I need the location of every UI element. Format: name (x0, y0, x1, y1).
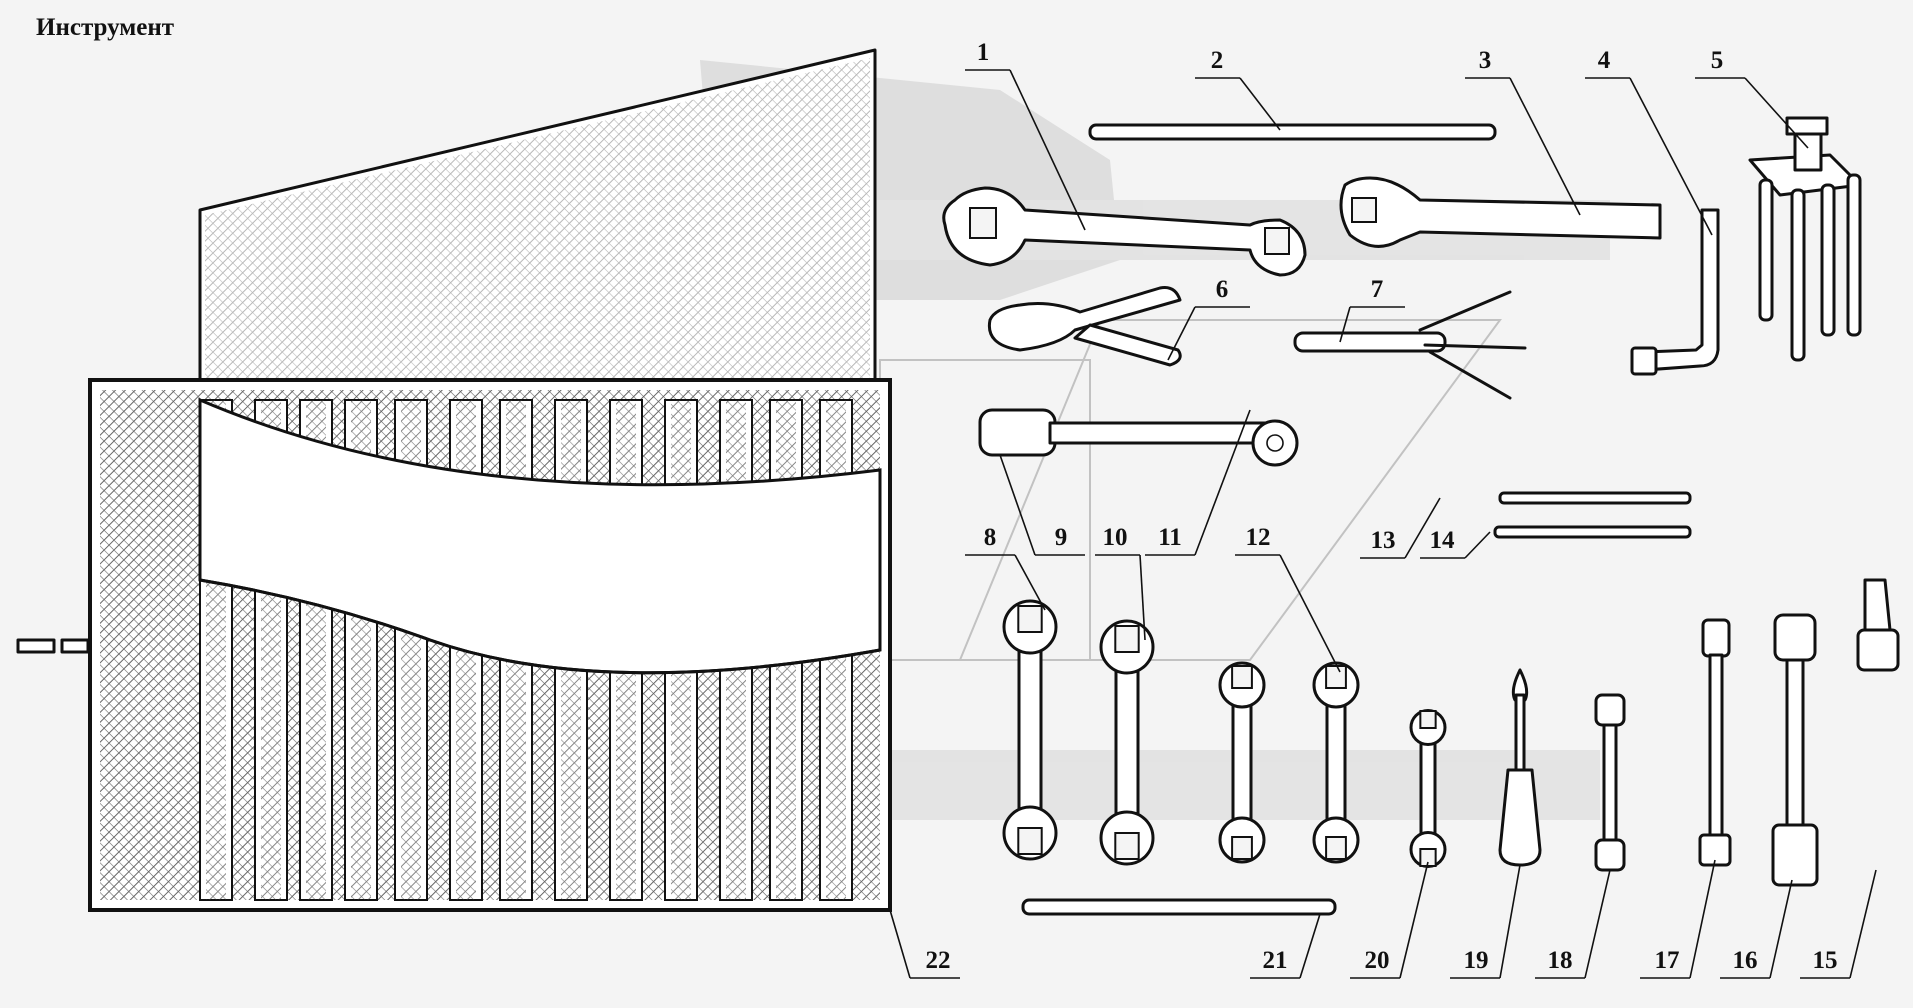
callout-2: 2 (1195, 47, 1281, 131)
pin-14 (1493, 525, 1692, 539)
wrench-1 (942, 186, 1307, 277)
callout-number: 1 (977, 39, 990, 66)
socket-17 (1698, 618, 1732, 867)
socket-wrench-9 (978, 408, 1299, 467)
callout-number: 17 (1655, 947, 1680, 974)
callout-8: 8 (965, 524, 1046, 611)
callout-1: 1 (965, 39, 1086, 231)
wrench-11 (1218, 661, 1266, 864)
pliers-6 (987, 286, 1182, 367)
callout-number: 3 (1479, 47, 1492, 74)
callout-22: 22 (889, 909, 960, 979)
pin-13 (1498, 491, 1692, 505)
callout-5: 5 (1695, 47, 1809, 149)
callout-20: 20 (1350, 861, 1429, 979)
wrench-8 (1002, 599, 1058, 861)
callout-number: 9 (1055, 524, 1068, 551)
callout-11: 11 (1145, 409, 1251, 556)
callout-number: 5 (1711, 47, 1724, 74)
callout-6: 6 (1167, 276, 1250, 361)
wrench-12 (1312, 661, 1360, 864)
callout-19: 19 (1450, 864, 1521, 979)
callout-number: 8 (984, 524, 997, 551)
callout-number: 14 (1430, 527, 1456, 554)
wrench-20 (1409, 709, 1447, 868)
tool-7 (1293, 290, 1527, 400)
callout-number: 2 (1211, 47, 1224, 74)
callout-14: 14 (1420, 527, 1491, 559)
callout-7: 7 (1339, 276, 1405, 343)
callout-12: 12 (1235, 524, 1341, 673)
callout-number: 19 (1464, 947, 1489, 974)
callout-number: 10 (1103, 524, 1128, 551)
callout-number: 18 (1548, 947, 1573, 974)
callout-13: 13 (1360, 497, 1441, 559)
callout-number: 22 (926, 947, 951, 974)
l-key-socket (1630, 346, 1658, 376)
callout-16: 16 (1720, 879, 1793, 979)
callout-number: 12 (1246, 524, 1271, 551)
callout-number: 6 (1216, 276, 1229, 303)
callout-10: 10 (1095, 524, 1146, 641)
callout-number: 15 (1813, 947, 1838, 974)
adapter-15 (1856, 578, 1900, 672)
callout-3: 3 (1465, 47, 1581, 216)
wrench-3 (1339, 176, 1662, 248)
socket-18 (1594, 693, 1626, 872)
rod-21 (1021, 898, 1337, 916)
callout-number: 16 (1733, 947, 1758, 974)
callout-18: 18 (1535, 869, 1611, 979)
callout-9: 9 (999, 454, 1085, 556)
puller-5 (1748, 116, 1862, 362)
diagram-title: Инструмент (36, 14, 175, 41)
screwdriver-19 (1498, 668, 1542, 867)
rod-2 (1088, 123, 1497, 141)
callout-number: 13 (1371, 527, 1396, 554)
callout-15: 15 (1800, 869, 1877, 979)
callout-number: 20 (1365, 947, 1390, 974)
tool-roll-22 (16, 48, 892, 912)
callout-number: 4 (1598, 47, 1611, 74)
callout-number: 11 (1158, 524, 1182, 551)
callout-17: 17 (1640, 859, 1716, 979)
callout-4: 4 (1585, 47, 1713, 236)
callout-21: 21 (1250, 913, 1321, 979)
wrench-10 (1099, 619, 1155, 866)
callout-number: 21 (1263, 947, 1288, 974)
socket-16 (1771, 613, 1819, 887)
callout-number: 7 (1371, 276, 1384, 303)
small-wrenches (1002, 599, 1447, 868)
